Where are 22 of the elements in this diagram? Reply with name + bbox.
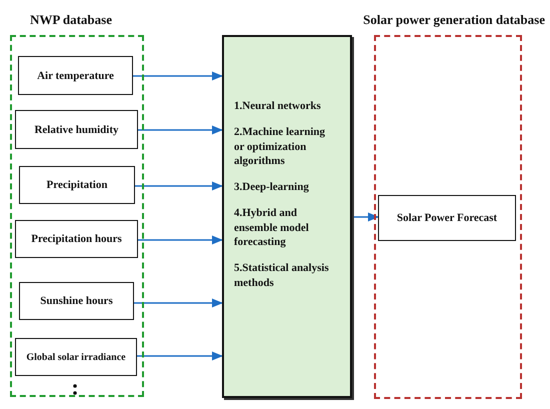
method-text: 3.Deep-learning	[234, 180, 310, 194]
variable-box: Precipitation	[19, 166, 135, 204]
arrow	[138, 236, 224, 244]
variable-box: Air temperature	[18, 56, 133, 95]
arrow	[137, 352, 224, 360]
variable-box: Solar Power Forecast	[378, 195, 516, 241]
method-text: 4.Hybrid and ensemble model forecasting	[234, 206, 310, 250]
arrow	[135, 182, 224, 190]
arrow	[134, 298, 224, 308]
arrow	[352, 212, 380, 222]
variable-box: Precipitation hours	[15, 220, 138, 258]
variable-box: Global solar irradiance	[15, 338, 137, 376]
method-text: 1.Neural networks	[234, 99, 322, 114]
methods-box	[222, 35, 352, 398]
method-text: 2.Machine learning or optimization algorithms	[234, 125, 326, 168]
arrow	[133, 72, 224, 80]
arrow	[138, 126, 224, 134]
variable-box: Sunshine hours	[19, 282, 134, 320]
method-text: 5.Statistical analysis methods	[234, 261, 330, 290]
group-heading: Solar power generation database	[363, 12, 545, 28]
variable-box: Relative humidity	[15, 110, 138, 149]
group-heading: NWP database	[30, 12, 112, 28]
